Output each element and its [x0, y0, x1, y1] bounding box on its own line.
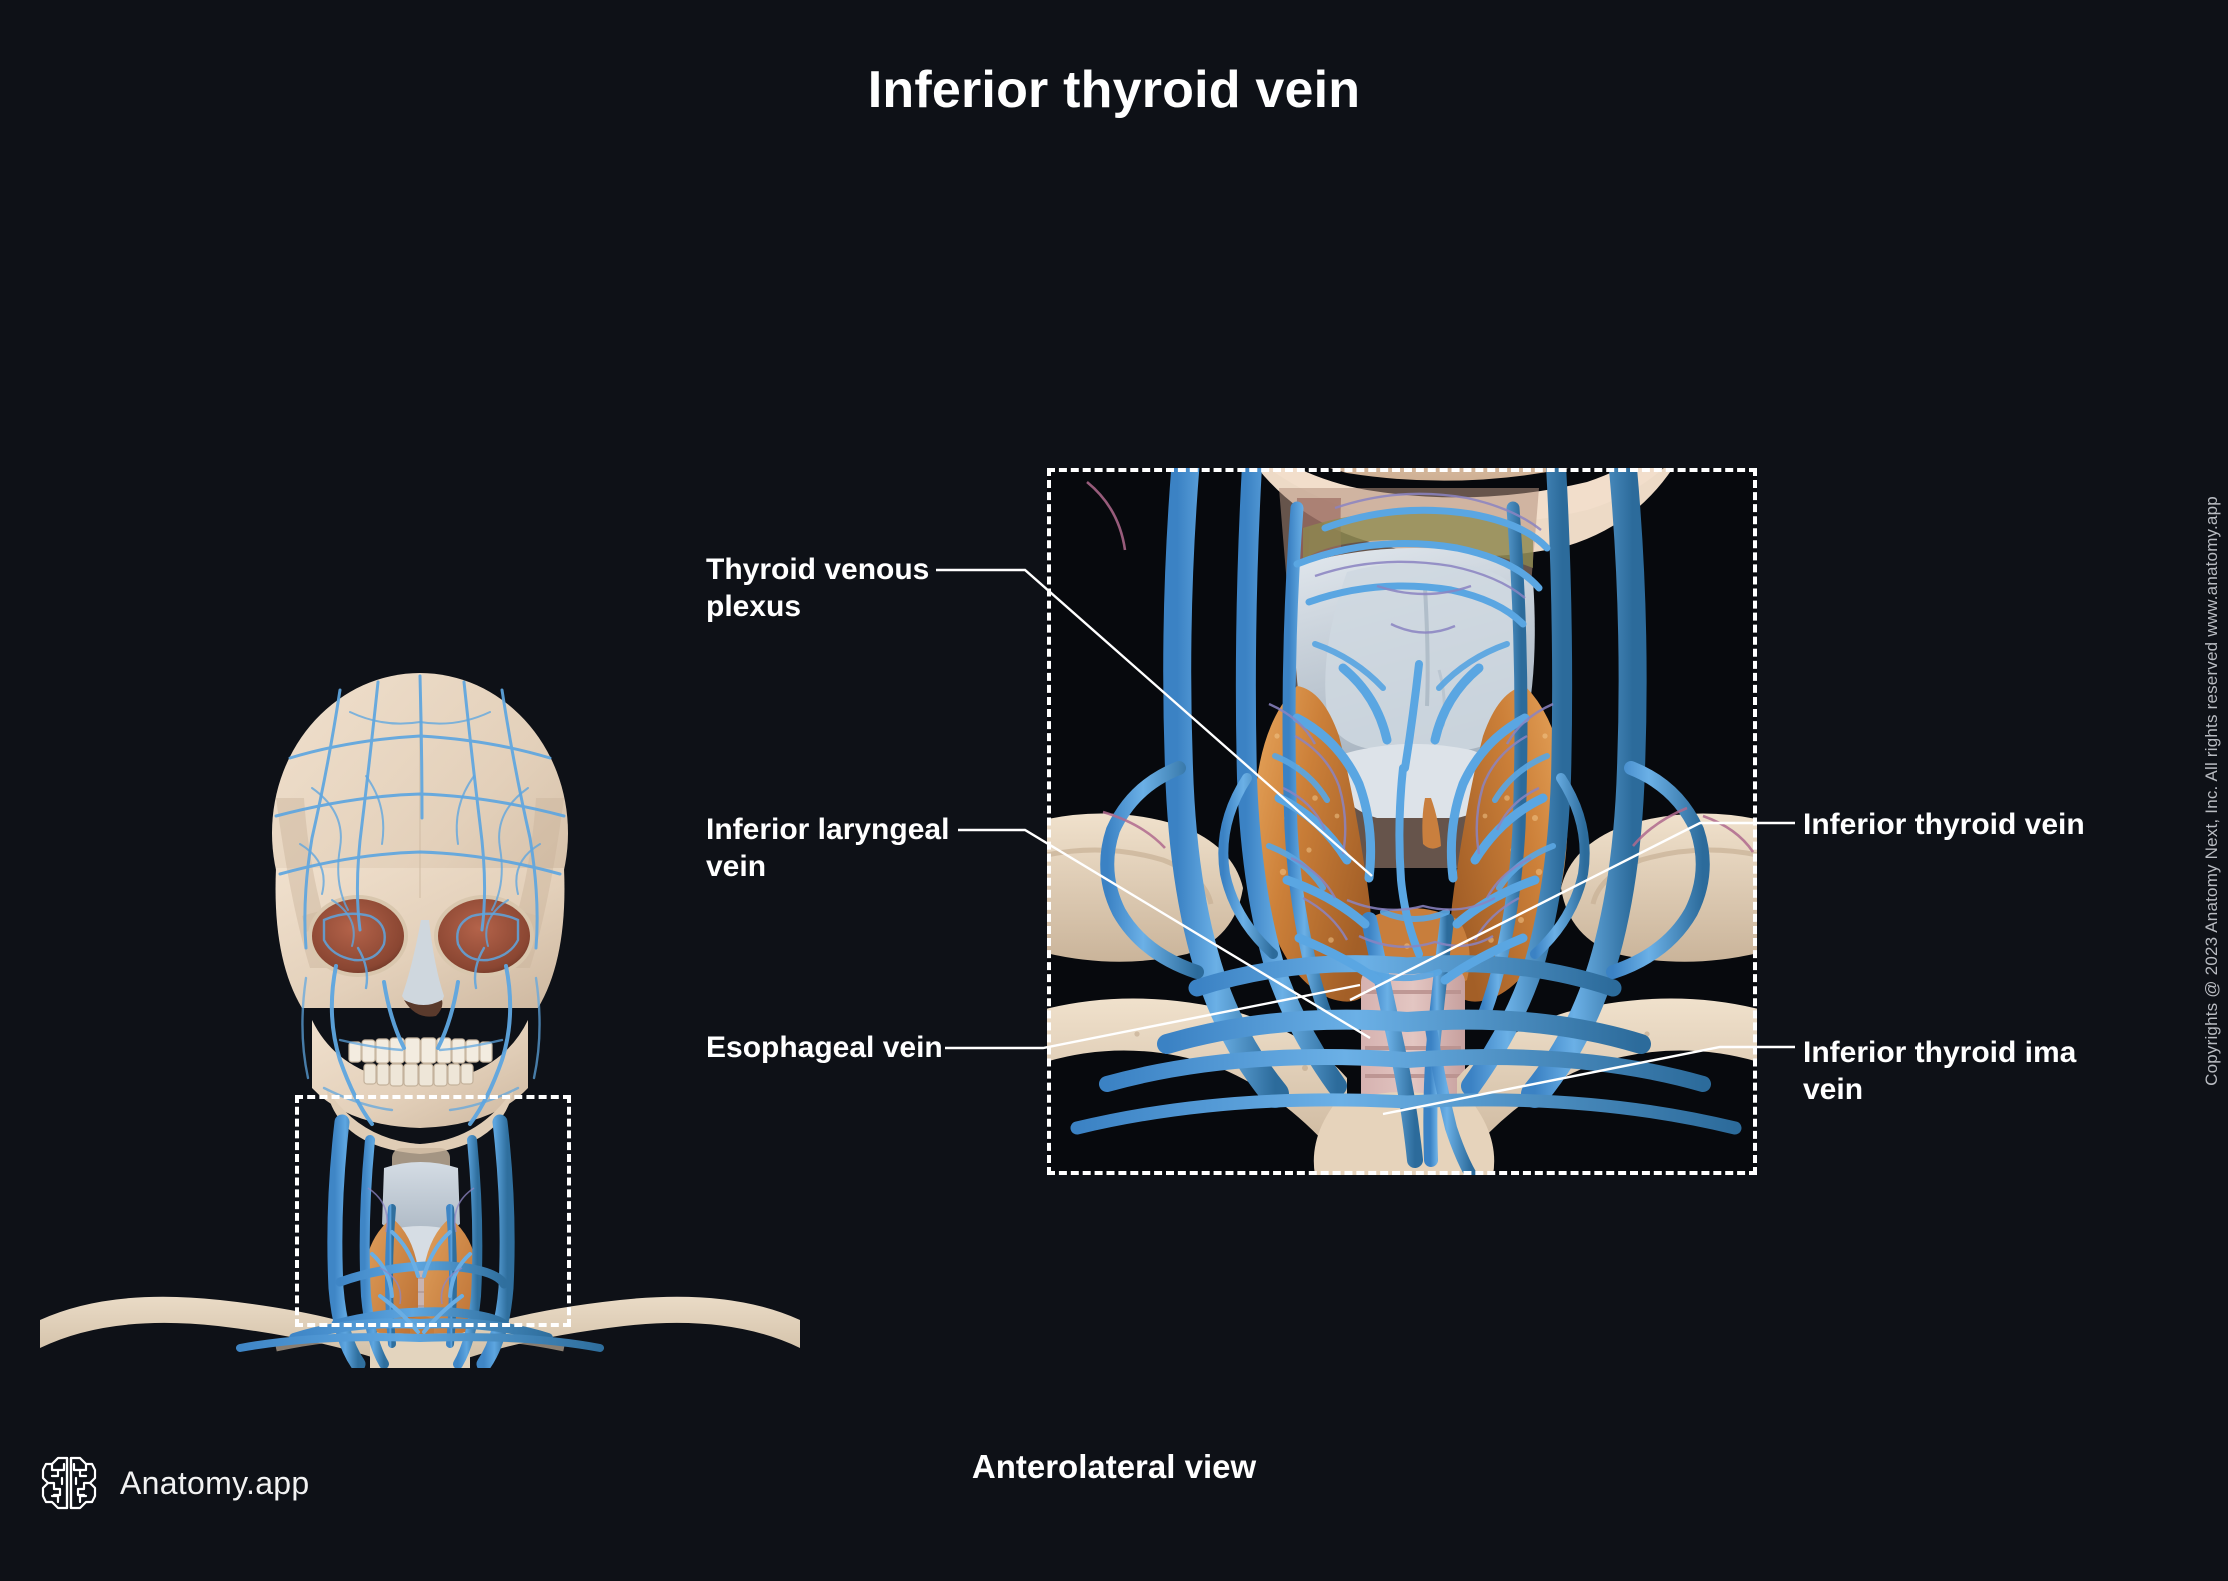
- label-esophageal-vein: Esophageal vein: [706, 1031, 943, 1064]
- brain-icon: [41, 1456, 97, 1510]
- view-caption: Anterolateral view: [971, 1448, 1257, 1485]
- neck-capillaries: [367, 1187, 475, 1305]
- label-thyroid-venous-plexus: Thyroid venous plexus: [706, 553, 930, 623]
- overview-illustration: [40, 673, 800, 1368]
- label-inferior-thyroid-ima-vein: Inferior thyroid ima vein: [1803, 1036, 2077, 1106]
- superficial-head-veins: [274, 674, 566, 1126]
- brand-name: Anatomy.app: [120, 1464, 310, 1501]
- detail-figure: [1047, 468, 1757, 1175]
- page-title: Inferior thyroid vein: [867, 61, 1361, 119]
- label-inferior-thyroid-vein: Inferior thyroid vein: [1803, 808, 2085, 841]
- brand-logo[interactable]: Anatomy.app: [40, 1452, 310, 1514]
- overview-figure: [40, 648, 800, 1368]
- nasal-aperture: [402, 920, 444, 1017]
- label-inferior-laryngeal-vein: Inferior laryngeal vein: [706, 813, 950, 883]
- copyright-notice: Copyrights @ 2023 Anatomy Next, Inc. All…: [2202, 495, 2221, 1086]
- detail-illustration: [1047, 468, 1757, 1175]
